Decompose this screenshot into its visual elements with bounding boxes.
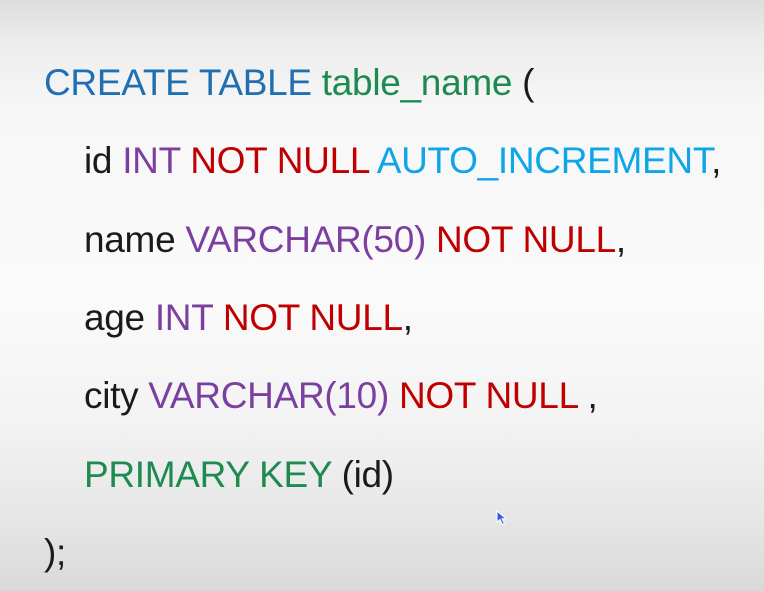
constraint-not-null: NOT NULL [222,297,403,338]
keyword-primary-key: PRIMARY KEY [84,454,332,495]
close-paren-semicolon: ); [44,532,67,573]
keyword-auto-increment: AUTO_INCREMENT [376,140,712,181]
code-line-city: city VARCHAR(10) NOT NULL , [84,374,598,418]
column-name-id: id [84,140,113,181]
code-line-age: age INT NOT NULL, [84,296,413,340]
comma: , [577,375,598,416]
type-int: INT [154,297,213,338]
comma: , [615,219,626,260]
comma: , [402,297,413,338]
constraint-not-null: NOT NULL [436,219,616,260]
column-name-name: name [84,219,176,260]
code-line-close: ); [44,531,66,575]
type-varchar-50: VARCHAR(50) [185,219,427,260]
type-int: INT [122,140,181,181]
mouse-pointer-icon [496,510,508,526]
constraint-not-null: NOT NULL [398,375,578,416]
type-varchar-10: VARCHAR(10) [148,375,389,416]
table-name: table_name [321,62,513,103]
open-paren: ( [522,62,535,103]
code-line-create-table: CREATE TABLE table_name ( [44,61,534,105]
primary-key-column: (id) [341,454,395,495]
code-line-id: id INT NOT NULL AUTO_INCREMENT, [84,139,721,183]
column-name-city: city [84,375,139,416]
constraint-not-null: NOT NULL [190,140,369,181]
code-line-name: name VARCHAR(50) NOT NULL, [84,218,626,262]
column-name-age: age [84,297,145,338]
code-line-primary-key: PRIMARY KEY (id) [84,453,394,497]
keyword-create-table: CREATE TABLE [44,62,312,103]
comma: , [711,140,722,181]
